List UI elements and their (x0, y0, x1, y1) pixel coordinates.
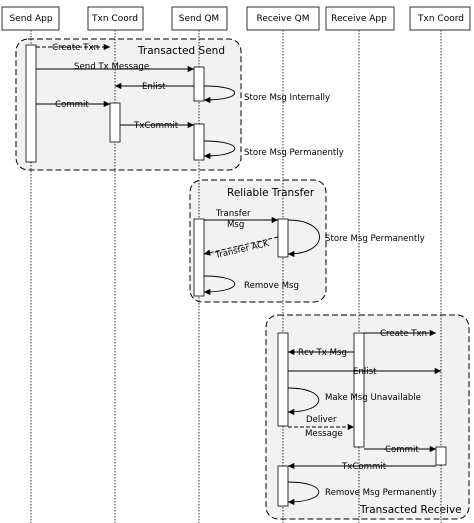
message-arrow-store-msg-internally (203, 85, 236, 104)
activation-receive-qm-3 (277, 465, 289, 507)
participant-label-txn-coord-2: Txn Coord (417, 14, 464, 24)
message-label-create-txn-2: Create Txn (380, 329, 427, 339)
participant-label-txn-coord-1: Txn Coord (91, 14, 138, 24)
participant-label-send-app: Send App (9, 14, 52, 24)
message-label-deliver-message-line2: Message (305, 429, 343, 439)
message-label-txcommit-1: TxCommit (133, 121, 179, 131)
message-label-rcv-tx-msg: Rcv Tx Msg (298, 348, 347, 358)
message-label-store-msg-permanently-2: Store Msg Permanently (325, 234, 425, 244)
message-label-make-msg-unavailable: Make Msg Unavailable (325, 393, 421, 403)
message-label-deliver-message-line1: Deliver (306, 415, 337, 425)
participant-label-receive-app: Receive App (331, 14, 387, 24)
message-arrow-remove-msg-permanently (287, 481, 319, 506)
activation-receive-qm-2 (277, 332, 289, 427)
message-label-remove-msg-permanently: Remove Msg Permanently (325, 488, 437, 498)
message-label-enlist-1: Enlist (142, 82, 166, 92)
activation-receive-qm-1 (277, 218, 289, 258)
message-arrow-store-msg-permanently-1 (203, 140, 236, 160)
message-label-remove-msg-1: Remove Msg (244, 281, 299, 291)
participant-box-send-app (1, 6, 60, 31)
group-label-transacted-receive: Transacted Receive (359, 504, 462, 516)
activation-send-app (25, 44, 37, 163)
message-arrow-transfer-ack (203, 236, 279, 256)
message-label-create-txn: Create Txn (52, 43, 99, 53)
group-transacted-send-frame (15, 38, 242, 171)
activation-txn-coord-2 (435, 446, 447, 466)
message-label-transfer-msg-line2: Msg (227, 220, 244, 230)
message-label-txcommit-2: TxCommit (341, 462, 387, 472)
activation-send-qm-1 (193, 66, 205, 102)
group-transacted-receive-frame (265, 314, 470, 520)
message-label-transfer-msg-line1: Transfer (215, 209, 251, 219)
participant-box-receive-qm (246, 6, 320, 31)
message-label-send-tx-message: Send Tx Message (74, 62, 149, 72)
message-arrow-remove-msg-1 (203, 275, 236, 296)
participant-box-receive-app (325, 6, 395, 31)
message-label-store-msg-internally: Store Msg Internally (244, 93, 330, 103)
activation-receive-app (353, 332, 365, 448)
participant-box-txn-coord-2 (409, 6, 471, 31)
participant-box-txn-coord-1 (87, 6, 144, 31)
group-label-transacted-send: Transacted Send (137, 45, 225, 57)
participant-label-receive-qm: Receive QM (257, 14, 310, 24)
message-arrow-make-msg-unavailable (287, 387, 319, 416)
activation-txn-coord-1 (109, 102, 121, 143)
message-label-commit-1: Commit (55, 100, 89, 110)
activation-send-qm-3 (193, 218, 205, 297)
group-reliable-transfer-frame (189, 179, 327, 303)
group-label-reliable-transfer: Reliable Transfer (227, 187, 315, 199)
message-label-store-msg-permanently-1: Store Msg Permanently (244, 148, 344, 158)
participant-box-send-qm (171, 6, 228, 31)
message-label-enlist-2: Enlist (353, 367, 377, 377)
participant-label-send-qm: Send QM (179, 14, 219, 24)
message-arrow-store-msg-permanently-2 (287, 219, 320, 258)
activation-send-qm-2 (193, 123, 205, 161)
message-label-commit-2: Commit (385, 445, 419, 455)
